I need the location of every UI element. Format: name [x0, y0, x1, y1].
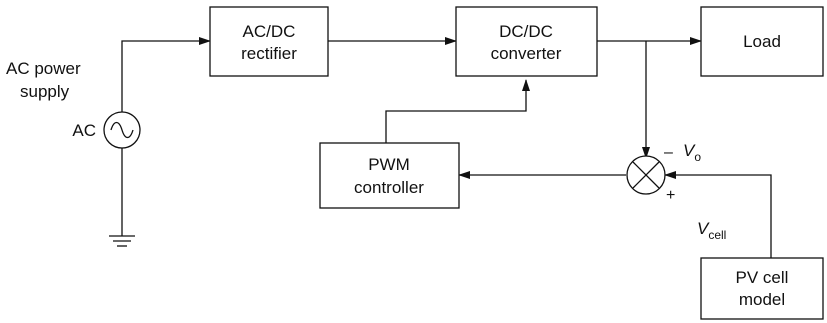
- vo-subscript: o: [694, 150, 701, 164]
- converter-label-line1: DC/DC: [499, 22, 553, 41]
- converter-label-line2: converter: [491, 44, 562, 63]
- ground-icon: [109, 235, 135, 247]
- wire-pwm-to-converter: [385, 79, 530, 143]
- ac-source-icon: [103, 111, 141, 149]
- pwm-controller-block: PWM controller: [319, 142, 460, 209]
- rectifier-label-line1: AC/DC: [243, 22, 296, 41]
- vo-signal-label: Vo: [683, 141, 701, 164]
- vcell-subscript: cell: [708, 228, 726, 242]
- summing-junction-icon: [626, 155, 666, 195]
- dc-dc-converter-block: DC/DC converter: [455, 6, 598, 77]
- pwm-label-line1: PWM: [368, 155, 410, 174]
- vo-sign-label: –: [664, 144, 673, 161]
- load-label: Load: [743, 32, 781, 51]
- vcell-main: V: [697, 219, 710, 238]
- pv-label-line1: PV cell: [736, 268, 789, 287]
- pwm-label-line2: controller: [354, 178, 424, 197]
- pv-label-line2: model: [739, 290, 785, 309]
- vo-main: V: [683, 141, 696, 160]
- ac-symbol-label: AC: [72, 121, 96, 140]
- source-label-line2: supply: [20, 82, 70, 101]
- wire-pv-to-sum: [664, 171, 772, 258]
- vcell-signal-label: Vcell: [697, 219, 726, 242]
- source-label-line1: AC power: [6, 59, 81, 78]
- rectifier-label-line2: rectifier: [241, 44, 297, 63]
- pv-cell-model-block: PV cell model: [700, 257, 824, 320]
- ac-dc-rectifier-block: AC/DC rectifier: [209, 6, 329, 77]
- vcell-sign-label: +: [666, 187, 675, 204]
- load-block: Load: [700, 6, 824, 77]
- wire-source-to-rectifier: [121, 37, 211, 112]
